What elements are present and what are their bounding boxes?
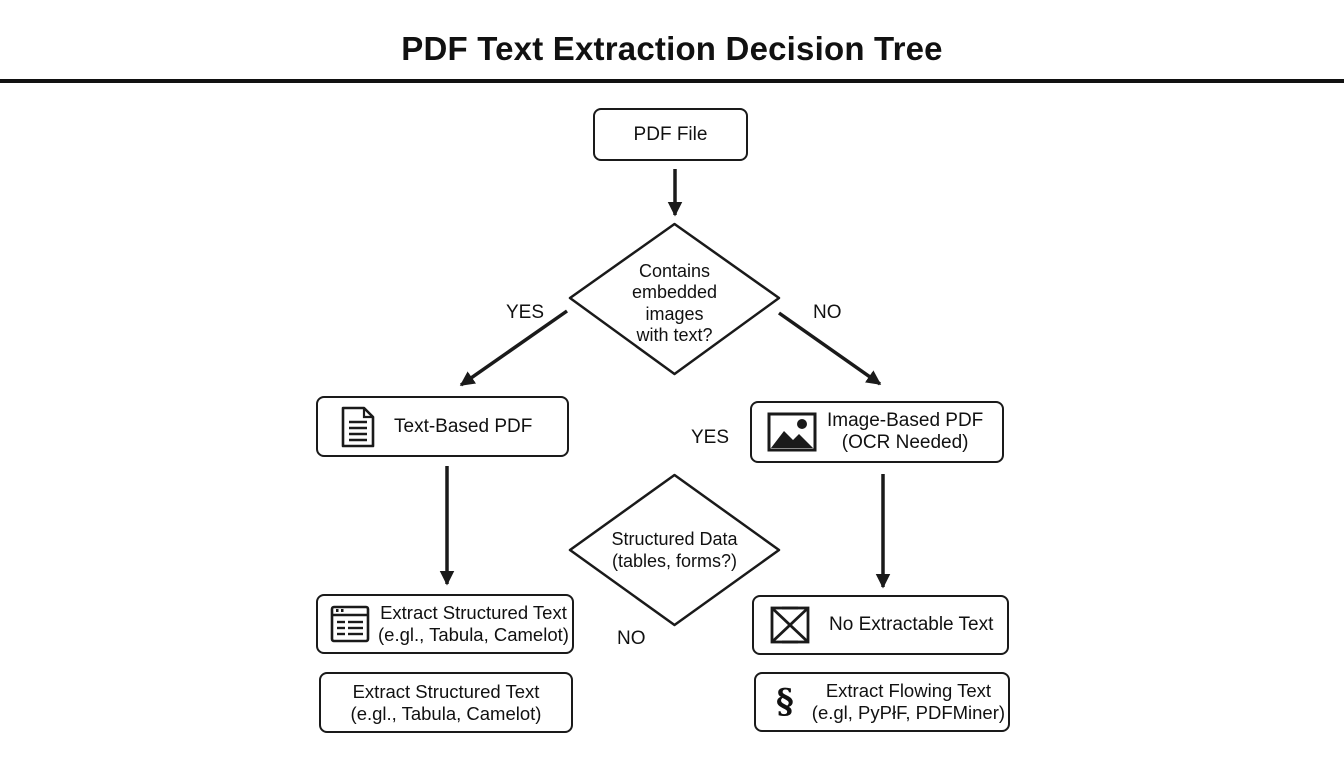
decision-images-line-4: with text? <box>636 325 713 345</box>
branch-label-no-middle: NO <box>617 628 646 649</box>
decision-images-line-3: images <box>645 303 704 324</box>
image-based-pdf-node: Image-Based PDF (OCR Needed) <box>750 401 1004 463</box>
table-icon <box>330 605 370 643</box>
extract-structured-line-1: Extract Structured Text <box>380 602 567 623</box>
text-based-pdf-label: Text-Based PDF <box>394 415 533 437</box>
branch-label-no-right: NO <box>813 302 842 323</box>
decision-images-line-2: embedded <box>631 282 718 302</box>
decision-structured-line-1: Structured Data <box>611 529 738 549</box>
extract-structured-text-node-plain: Extract Structured Text (e.gl., Tabula, … <box>319 672 573 733</box>
extract-flowing-line-1: Extract Flowing Text <box>825 680 992 701</box>
section-icon: § <box>776 682 794 722</box>
document-icon <box>340 406 376 448</box>
extract-structured-text-node: Extract Structured Text (e.gl., Tabula, … <box>316 594 574 654</box>
x-box-icon <box>769 605 811 645</box>
decision-diamond-shape <box>568 473 781 627</box>
branch-label-yes-middle: YES <box>691 427 730 448</box>
decision-structured-data: Structured Data (tables, forms?) <box>567 473 782 628</box>
extract-structured-line-2: (e.gl., Tabula, Camelot) <box>378 624 569 645</box>
image-based-pdf-line-2: (OCR Needed) <box>841 432 969 453</box>
text-based-pdf-node: Text-Based PDF <box>316 396 569 457</box>
extract-flowing-line-2: (e.gl, PyPłF, PDFMiner) <box>811 702 1006 723</box>
image-based-pdf-line-1: Image-Based PDF <box>827 410 984 431</box>
arrow-yes-to-text-based <box>459 309 569 387</box>
branch-label-yes-left: YES <box>506 302 545 323</box>
no-extractable-text-node: No Extractable Text <box>752 595 1009 655</box>
pdf-file-label: PDF File <box>633 123 708 145</box>
decision-images-line-1: Contains <box>638 260 711 281</box>
title-divider <box>0 79 1344 83</box>
decision-structured-line-2: (tables, forms?) <box>611 550 738 571</box>
extract-structured-plain-line-1: Extract Structured Text <box>352 680 540 702</box>
extract-structured-plain-line-2: (e.gl., Tabula, Camelot) <box>350 702 542 724</box>
decision-diamond-shape <box>568 222 781 376</box>
arrow-no-to-image-based <box>777 311 882 386</box>
image-icon <box>767 412 817 452</box>
no-extractable-text-label: No Extractable Text <box>829 614 994 635</box>
decision-embedded-images: Contains embedded images with text? <box>567 222 782 377</box>
diagram-title: PDF Text Extraction Decision Tree <box>401 30 943 67</box>
extract-flowing-text-node: § Extract Flowing Text (e.gl, PyPłF, PDF… <box>754 672 1010 732</box>
pdf-file-node: PDF File <box>593 108 748 161</box>
